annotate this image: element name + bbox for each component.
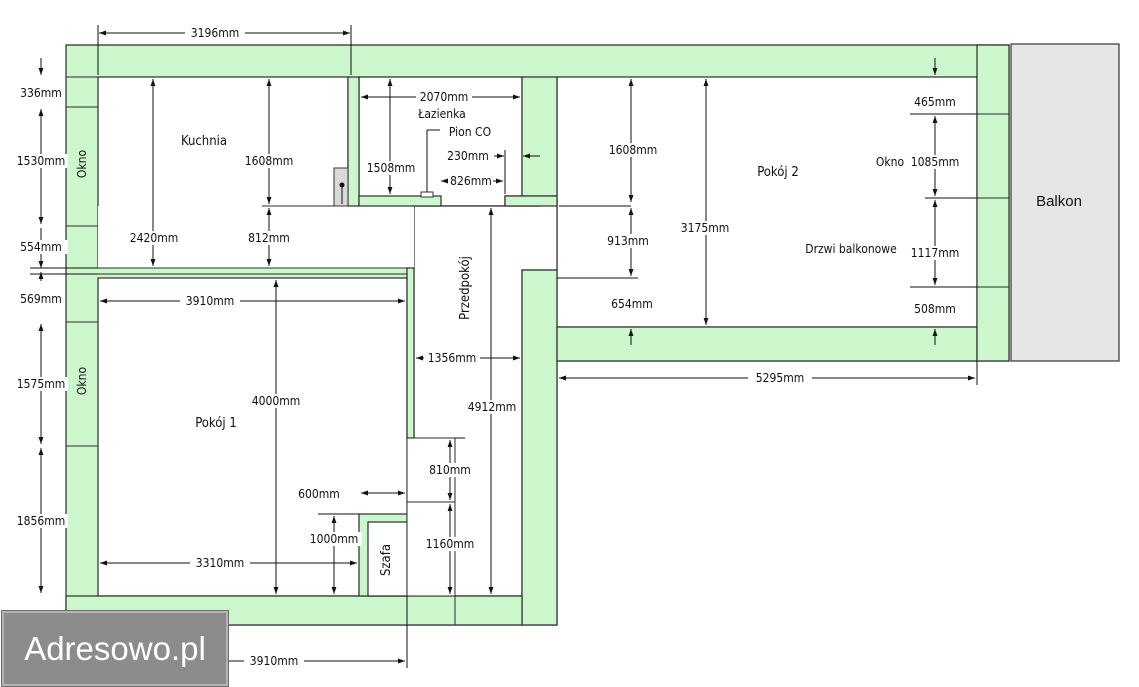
svg-text:508mm: 508mm: [914, 302, 956, 316]
room-label-pokoj1: Pokój 1: [195, 416, 237, 431]
svg-text:569mm: 569mm: [20, 292, 62, 306]
room-label-lazienka: Łazienka: [417, 107, 466, 121]
svg-text:554mm: 554mm: [20, 240, 62, 254]
svg-text:3910mm: 3910mm: [250, 654, 299, 668]
svg-text:4912mm: 4912mm: [468, 400, 517, 414]
svg-text:812mm: 812mm: [248, 231, 290, 245]
balkon: [1010, 43, 1120, 362]
svg-text:654mm: 654mm: [611, 297, 653, 311]
wall-pokoj2-bottom: [556, 326, 978, 362]
svg-text:2070mm: 2070mm: [420, 90, 469, 104]
svg-text:465mm: 465mm: [914, 95, 956, 109]
svg-text:913mm: 913mm: [607, 234, 649, 248]
svg-text:1000mm: 1000mm: [310, 532, 359, 546]
svg-text:1085mm: 1085mm: [911, 155, 960, 169]
svg-text:600mm: 600mm: [298, 487, 340, 501]
svg-text:1160mm: 1160mm: [426, 537, 475, 551]
wall-corridor-right: [521, 269, 558, 626]
svg-text:3310mm: 3310mm: [196, 556, 245, 570]
wall-pokoj1-corridor: [406, 267, 415, 439]
room-label-kuchnia: Kuchnia: [181, 134, 227, 149]
watermark-text: Adresowo.pl: [24, 629, 206, 667]
svg-text:1608mm: 1608mm: [245, 154, 294, 168]
room-label-pokoj2: Pokój 2: [757, 165, 799, 180]
watermark-logo: Adresowo.pl: [1, 610, 229, 687]
svg-text:3196mm: 3196mm: [191, 26, 240, 40]
wall-stub: [504, 195, 558, 207]
window-label-right: Okno: [876, 155, 905, 169]
labels: Kuchnia Łazienka Pion CO Pokój 2 Pokój 1…: [16, 26, 962, 668]
svg-text:4000mm: 4000mm: [252, 394, 301, 408]
svg-text:336mm: 336mm: [20, 86, 62, 100]
svg-text:1856mm: 1856mm: [17, 514, 66, 528]
svg-text:3175mm: 3175mm: [681, 221, 730, 235]
wall-kuchnia-lazienka: [347, 76, 360, 207]
svg-text:5295mm: 5295mm: [756, 371, 805, 385]
window-label-bottom: Okno: [75, 367, 89, 396]
balkon-label: Balkon: [1036, 193, 1082, 210]
window-label-top: Okno: [75, 150, 89, 179]
svg-text:1356mm: 1356mm: [428, 351, 477, 365]
svg-text:1608mm: 1608mm: [609, 143, 658, 157]
svg-text:2420mm: 2420mm: [130, 231, 179, 245]
closet-block: [406, 437, 456, 597]
svg-text:1508mm: 1508mm: [367, 161, 416, 175]
wall-lazienka-pokoj2: [521, 76, 558, 197]
szafa-interior: [367, 521, 408, 597]
svg-text:1117mm: 1117mm: [911, 246, 960, 260]
wall-pokoj2-right: [976, 44, 1010, 362]
svg-text:826mm: 826mm: [450, 174, 492, 188]
svg-text:1530mm: 1530mm: [17, 154, 66, 168]
svg-text:810mm: 810mm: [429, 463, 471, 477]
balcony-door-label: Drzwi balkonowe: [805, 242, 897, 256]
room-label-szafa: Szafa: [379, 544, 394, 576]
svg-text:3910mm: 3910mm: [186, 294, 235, 308]
wall-stub: [358, 195, 442, 207]
room-label-przedpokoj: Przedpokój: [458, 256, 473, 320]
pion-co-label: Pion CO: [449, 125, 491, 139]
svg-text:1575mm: 1575mm: [17, 377, 66, 391]
pion-co-pipe: [420, 191, 434, 198]
svg-text:230mm: 230mm: [447, 149, 489, 163]
